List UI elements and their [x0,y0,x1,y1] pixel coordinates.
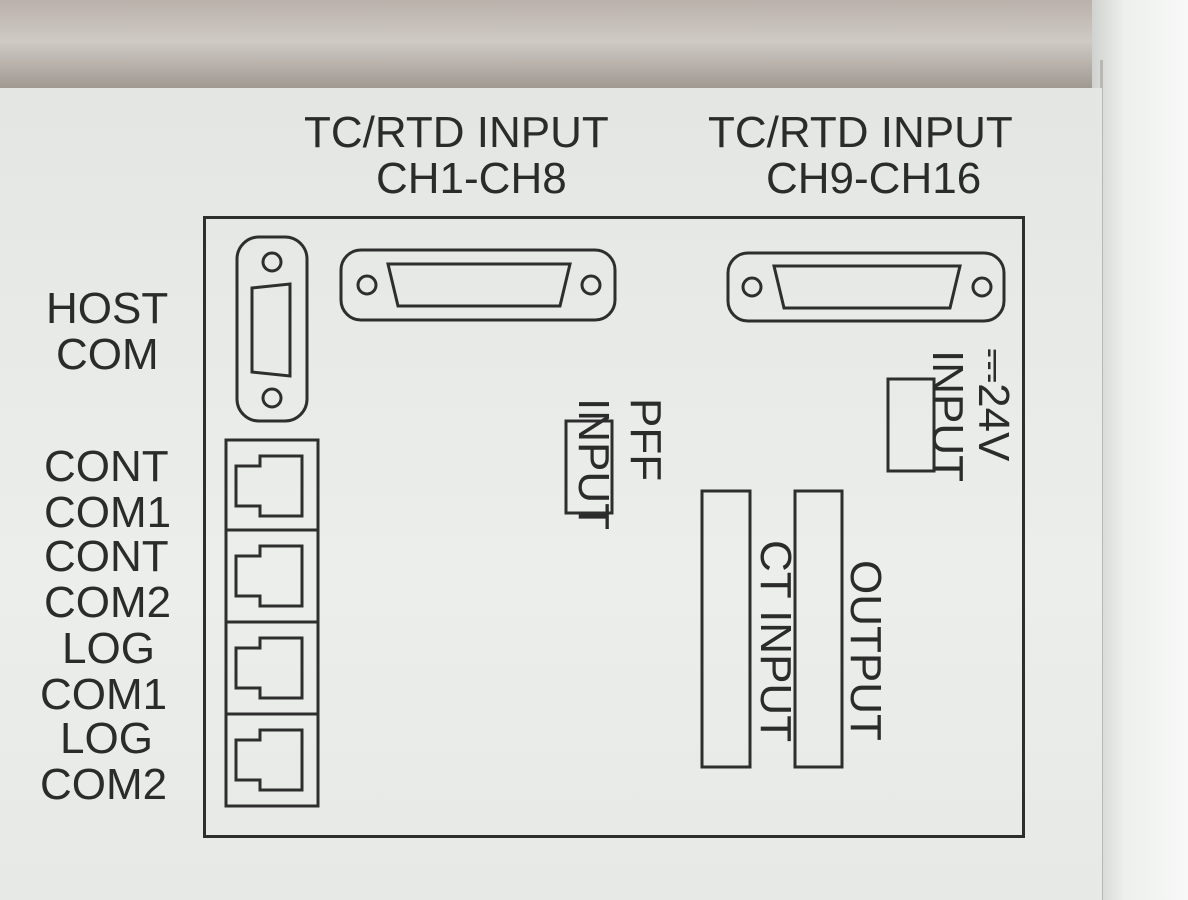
host-com-screw-icon [261,251,283,273]
rj-port-icon [234,728,304,792]
tc-rtd-ch9-ch16-range: CH9-CH16 [766,154,982,203]
log-com2-label-line1: LOG [60,714,153,763]
tc-rtd-ch1-ch8-connector [339,248,617,322]
pff-input-label-line1: PFF [621,398,670,482]
log-com2-jack [224,712,320,808]
ch9-ch16-dsub-icon [772,264,962,310]
tc-rtd-ch9-ch16-connector [726,251,1006,323]
host-com-label-line2: COM [56,330,159,379]
cont-com1-label-line2: COM1 [44,488,172,537]
rj-port-icon [234,454,304,518]
pff-input-terminal [564,419,614,515]
ct-input-label: CT INPUT [751,540,800,743]
dc24v-input-label-line2: INPUT [923,350,972,482]
host-com-dsub-icon [250,282,292,378]
rj-port-icon [234,544,304,608]
metal-housing-edge [1092,0,1188,900]
tc-rtd-ch9-ch16-title: TC/RTD INPUT [708,108,1013,157]
ch1-ch8-dsub-icon [386,262,572,308]
cont-com1-label-line1: CONT [44,442,169,491]
cont-com2-label-line2: COM2 [44,578,172,627]
output-label: OUTPUT [841,560,890,741]
dc24v-input-label-line1: ⎓24V [969,348,1018,462]
log-com2-label-line2: COM2 [40,760,168,809]
ch1-ch8-screw-icon [356,274,378,296]
tc-rtd-ch1-ch8-title: TC/RTD INPUT [304,108,609,157]
ct-input-terminal [700,489,752,769]
host-com-connector [235,235,309,423]
dc24v-input-terminal [886,377,936,473]
output-terminal [793,489,844,769]
log-com1-jack [224,620,320,716]
connector-panel [203,216,1025,838]
tc-rtd-ch1-ch8-range: CH1-CH8 [376,154,567,203]
log-com1-label-line1: LOG [62,624,155,673]
ch9-ch16-screw-icon [741,276,763,298]
pff-input-label-line2: INPUT [569,398,618,530]
ch1-ch8-screw-icon [580,274,602,296]
host-com-label-line1: HOST [46,284,169,333]
rj-port-icon [234,636,304,700]
cont-com2-label-line1: CONT [44,532,169,581]
cont-com2-jack [224,528,320,624]
ch9-ch16-screw-icon [971,276,993,298]
host-com-screw-icon [261,387,283,409]
metal-housing-top [0,0,1188,92]
log-com1-label-line2: COM1 [40,670,168,719]
label-plate [0,88,1102,900]
